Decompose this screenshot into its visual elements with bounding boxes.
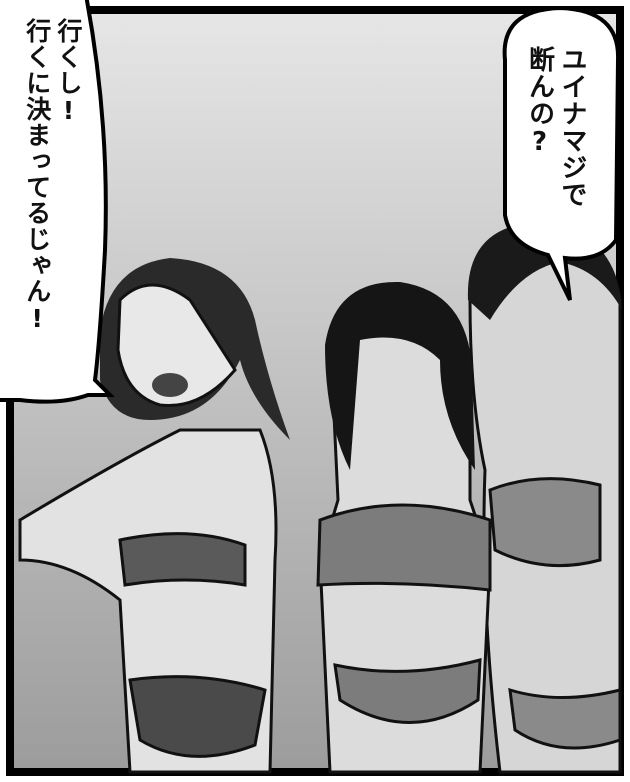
figure-left-girl — [18, 258, 290, 774]
speech-right-line-1: ユイナマジで — [557, 46, 587, 208]
speech-text-right: ユイナマジで 断んの? — [523, 46, 588, 276]
speech-left-line-2: 行くに決まってるじゃん! — [22, 18, 52, 334]
speech-text-left: 行くし! 行くに決まってるじゃん! — [8, 18, 84, 408]
speech-bubble-left — [0, 0, 115, 404]
figure-right-girl — [467, 222, 622, 774]
speech-left-line-1: 行くし! — [54, 18, 83, 126]
speech-right-line-2: 断んの? — [524, 46, 555, 158]
figure-middle-girl — [316, 281, 492, 774]
speech-bubble-right — [502, 5, 621, 301]
